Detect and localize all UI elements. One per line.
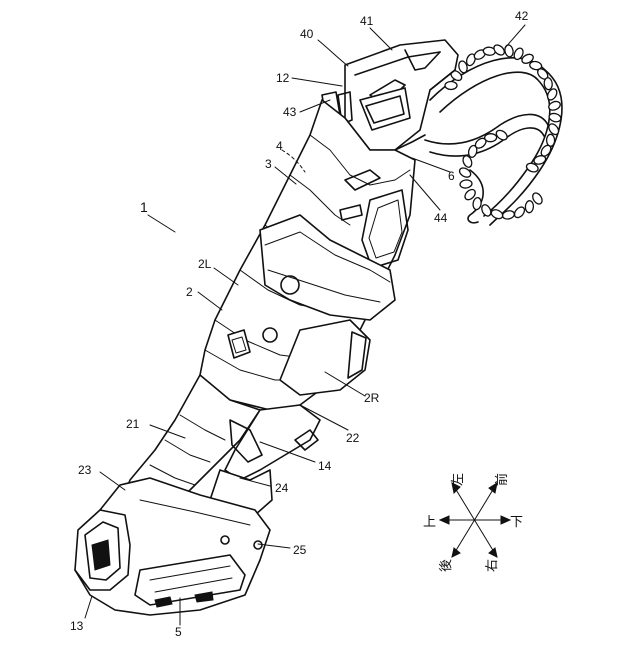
chain-link: [492, 43, 506, 57]
label-2R: 2R: [364, 391, 380, 405]
chain-link: [525, 200, 534, 213]
compass-front-label: 前: [494, 473, 509, 486]
label-6: 6: [448, 169, 455, 183]
compass-left-label: 左: [450, 473, 465, 486]
chain-link: [513, 205, 527, 219]
chain-link: [494, 128, 508, 141]
compass-up-label: 上: [423, 514, 436, 529]
label-40: 40: [300, 27, 314, 41]
label-4: 4: [276, 139, 283, 153]
label-44: 44: [434, 211, 448, 225]
label-12: 12: [276, 71, 290, 85]
label-25: 25: [293, 543, 307, 557]
chain-link: [472, 197, 482, 210]
direction-compass: 上 左 前 下 後 右: [423, 473, 523, 572]
label-14: 14: [318, 459, 332, 473]
label-43: 43: [283, 105, 297, 119]
label-42: 42: [515, 9, 529, 23]
label-13: 13: [70, 619, 84, 633]
chain-link: [458, 166, 472, 179]
label-2L: 2L: [198, 257, 212, 271]
chain-link: [504, 44, 514, 57]
label-24: 24: [275, 481, 289, 495]
label-1: 1: [140, 199, 148, 215]
label-21: 21: [126, 417, 140, 431]
compass-right-label: 右: [484, 559, 499, 572]
chain-link: [445, 82, 457, 90]
label-5: 5: [175, 625, 182, 639]
label-3: 3: [265, 157, 272, 171]
chain-link: [460, 179, 473, 188]
label-41: 41: [360, 14, 374, 28]
label-23: 23: [78, 463, 92, 477]
compass-down-label: 下: [510, 514, 523, 529]
chain-link: [546, 134, 554, 146]
label-22: 22: [346, 431, 360, 445]
chain-link: [548, 112, 562, 123]
chain-link: [480, 203, 493, 217]
label-2: 2: [186, 285, 193, 299]
chain-link: [484, 133, 496, 141]
compass-rear-label: 後: [438, 559, 453, 572]
